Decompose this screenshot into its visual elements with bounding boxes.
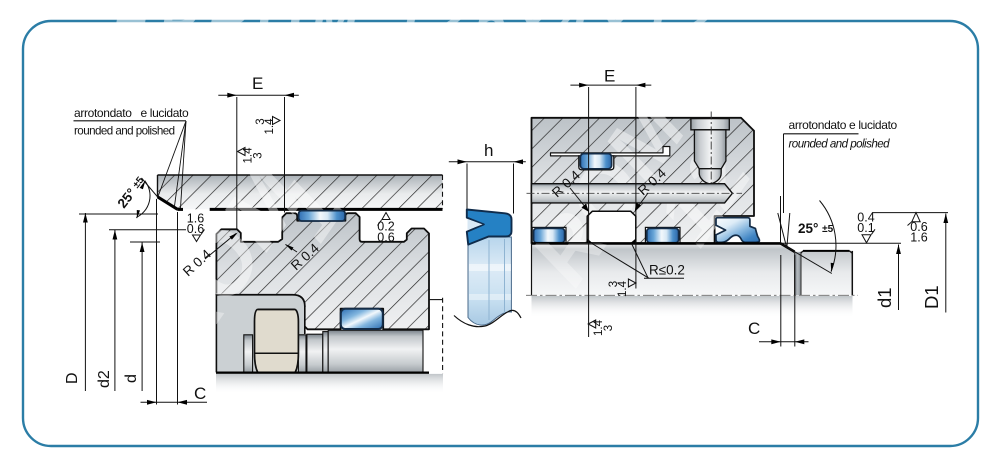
svg-text:h: h	[484, 141, 493, 160]
svg-text:1.43: 1.43	[608, 280, 629, 297]
svg-text:rounded and polished: rounded and polished	[74, 125, 175, 138]
svg-text:0.6: 0.6	[377, 231, 394, 245]
svg-text:R≤0.2: R≤0.2	[649, 263, 685, 278]
svg-text:0.2: 0.2	[377, 220, 394, 234]
svg-text:1.6: 1.6	[910, 231, 927, 245]
svg-text:25° ±5: 25° ±5	[798, 221, 834, 236]
svg-text:EPROM 125x4x12: EPROM 125x4x12	[112, 0, 722, 52]
svg-text:D: D	[64, 372, 81, 384]
svg-text:E: E	[252, 74, 263, 93]
svg-text:1.6: 1.6	[187, 212, 204, 226]
svg-text:C: C	[748, 319, 760, 338]
svg-text:1.43: 1.43	[243, 147, 265, 164]
svg-text:0.1: 0.1	[857, 221, 874, 235]
svg-text:E: E	[604, 67, 615, 86]
svg-text:arrotondato e lucidato: arrotondato e lucidato	[789, 118, 898, 132]
svg-text:rounded and polished: rounded and polished	[789, 138, 891, 151]
svg-text:d2: d2	[96, 370, 113, 388]
svg-text:arrotondato e lucidato: arrotondato e lucidato	[74, 106, 189, 120]
svg-text:d: d	[123, 374, 140, 383]
svg-text:1.43: 1.43	[255, 118, 276, 135]
svg-text:0.4: 0.4	[857, 211, 874, 225]
svg-text:1.43: 1.43	[593, 319, 615, 336]
svg-text:d1: d1	[874, 287, 895, 308]
svg-text:C: C	[194, 384, 206, 403]
svg-text:0.6: 0.6	[187, 222, 204, 236]
svg-text:0.6: 0.6	[910, 220, 927, 234]
svg-text:D1: D1	[921, 285, 942, 309]
